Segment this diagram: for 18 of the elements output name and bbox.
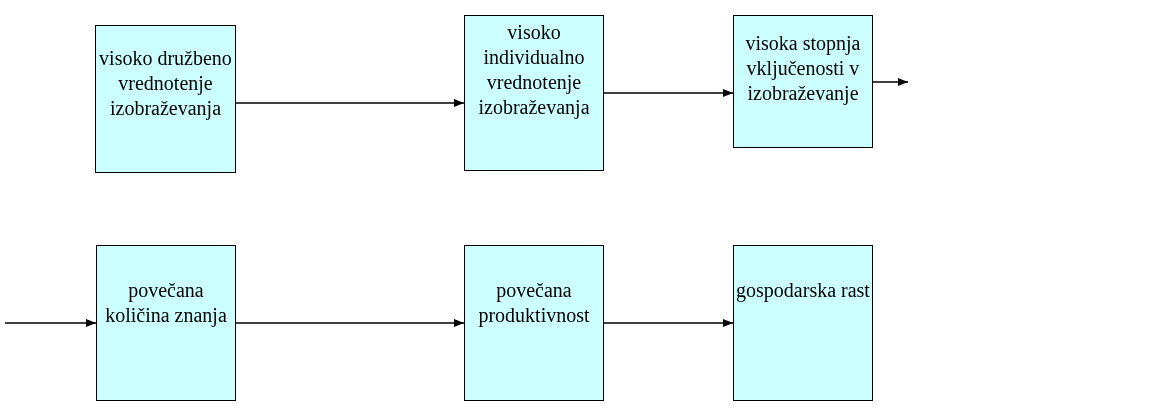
process-box bbox=[733, 15, 873, 148]
process-box bbox=[464, 15, 604, 171]
arrow bbox=[603, 319, 734, 327]
arrow bbox=[235, 99, 465, 107]
box-text: visoka stopnja vključenosti v izobraževanje bbox=[744, 31, 862, 106]
box-text: visoko individualno vrednotenje izobraževanja bbox=[477, 20, 591, 120]
arrow bbox=[4, 319, 97, 327]
box-text: visoko družbeno vrednotenje izobraževanja bbox=[98, 46, 233, 121]
arrow bbox=[603, 89, 734, 97]
arrow bbox=[235, 319, 465, 327]
arrow bbox=[872, 78, 909, 86]
box-text: gospodarska rast bbox=[736, 278, 870, 303]
process-box bbox=[733, 245, 873, 401]
process-box bbox=[95, 25, 236, 173]
box-text: povečana količina znanja bbox=[104, 278, 228, 328]
process-box bbox=[464, 245, 604, 401]
process-box bbox=[96, 245, 236, 401]
box-text: povečana produktivnost bbox=[477, 278, 591, 328]
